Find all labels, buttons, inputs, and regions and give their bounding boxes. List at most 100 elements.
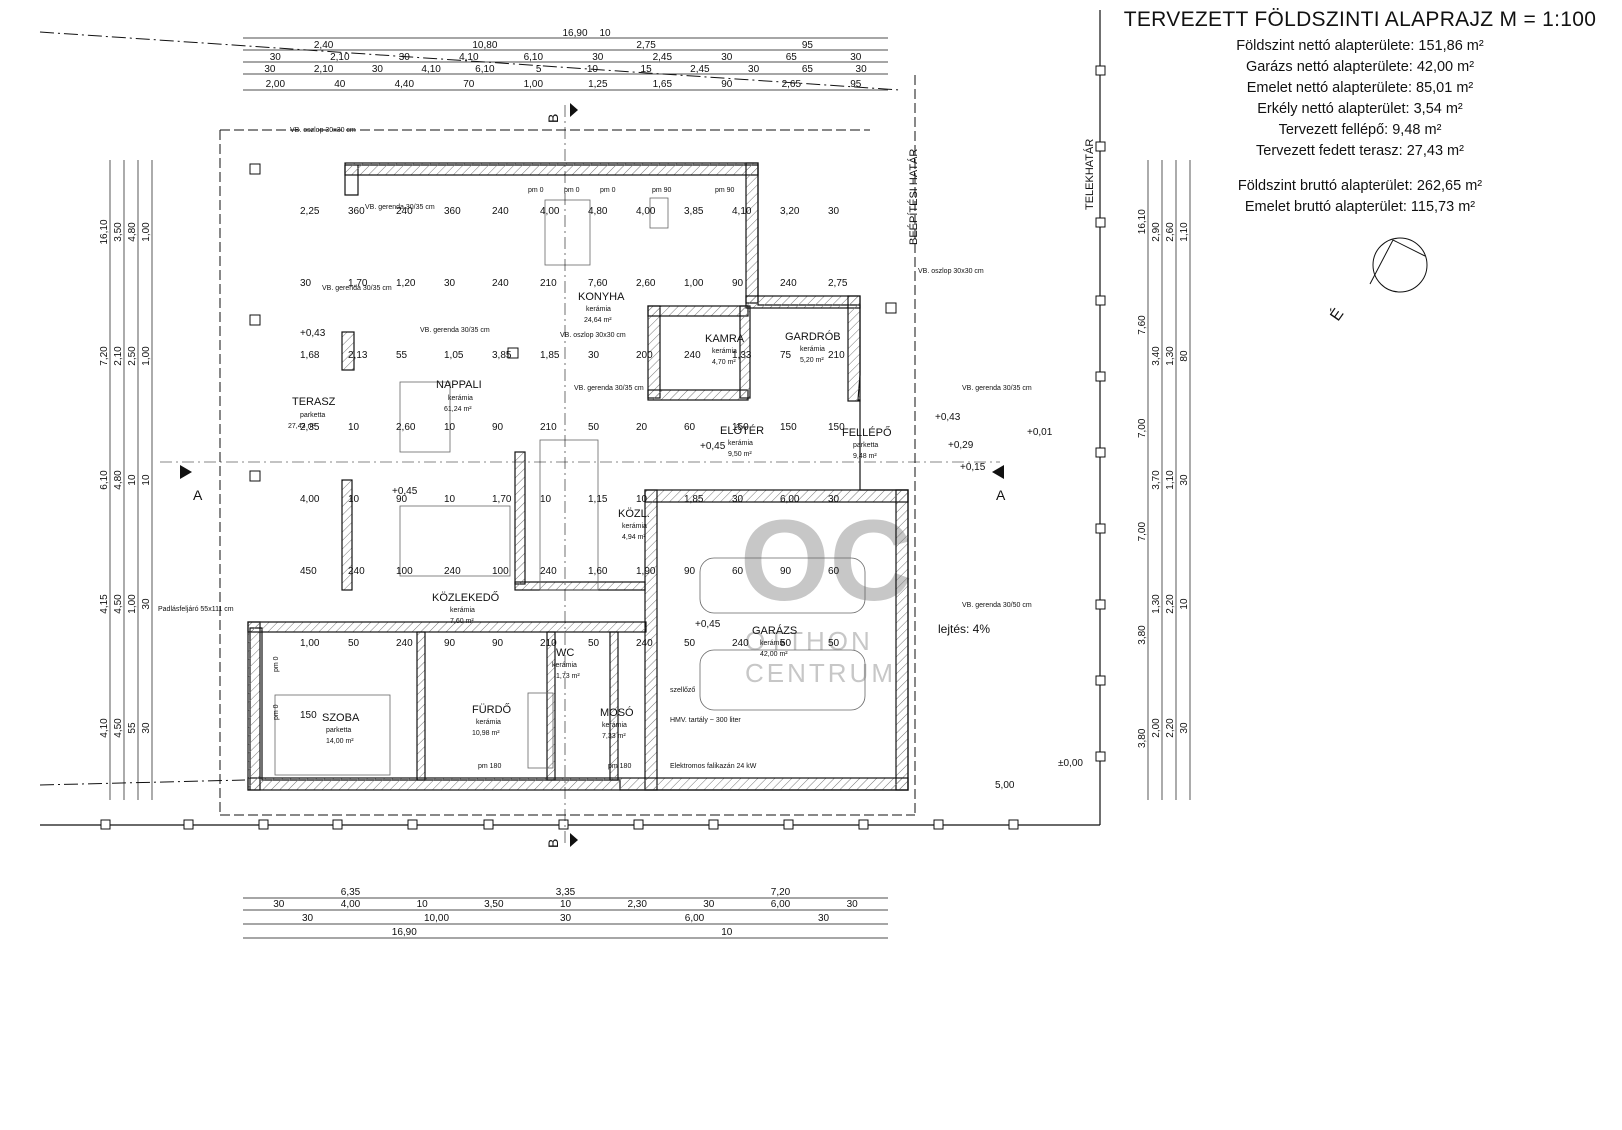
room-area-kamra: 4,70 m²: [712, 359, 736, 366]
note-gerenda-5: VB. gerenda 30/35 cm: [962, 385, 1032, 392]
note-kazan: Elektromos falikazán 24 kW: [670, 763, 757, 770]
dim-label: 1,00: [127, 594, 138, 614]
room-area-konyha: 24,64 m²: [584, 317, 612, 324]
dim-label: 450: [300, 566, 317, 577]
dim-label: 2,10: [113, 346, 124, 366]
room-area-terasz: 27,43 m²: [288, 423, 316, 430]
room-mat-szoba: parketta: [326, 727, 351, 734]
dim-label: 10: [636, 494, 648, 505]
dim-label: 65: [786, 52, 798, 63]
room-mat-terasz: parketta: [300, 412, 325, 419]
dim-label: 50: [588, 638, 600, 649]
dim-label: 2,20: [1165, 594, 1176, 614]
dim-label: 10: [141, 474, 152, 486]
note-oszlop-2: VB. oszlop 30x30 cm: [560, 332, 626, 339]
dim-label: 2,60: [636, 278, 656, 289]
dim-label: 10: [560, 899, 572, 910]
room-area-kozlekedo: 7,60 m²: [450, 618, 474, 625]
dim-label: 4,00: [300, 494, 320, 505]
level-zero: ±0,00: [1058, 758, 1083, 769]
dim-label: 2,30: [627, 899, 647, 910]
pm-9: pm 0: [273, 704, 280, 720]
note-szellozo: szellőző: [670, 687, 695, 694]
dim-label: 1,85: [684, 494, 704, 505]
dim-label: 90: [780, 566, 792, 577]
pm-3: pm 0: [600, 187, 616, 194]
area-step: Tervezett fellépő: 9,48 m²: [1278, 122, 1442, 138]
dim-label: 95: [802, 40, 814, 51]
dim-label: 30: [721, 52, 733, 63]
dim-label: 150: [732, 422, 749, 433]
dim-label: 16,90: [562, 28, 587, 39]
dim-label: 30: [828, 494, 840, 505]
level-terasz: +0,43: [300, 328, 326, 339]
note-gerenda-2: VB. gerenda 30/35 cm: [322, 285, 392, 292]
dim-label: 240: [396, 638, 413, 649]
dim-label: 3,35: [556, 887, 576, 898]
dim-label: 30: [560, 913, 572, 924]
dim-label: 2,13: [348, 350, 368, 361]
dim-label: 90: [732, 278, 744, 289]
dim-label: 30: [856, 64, 868, 75]
area-gross-ground: Földszint bruttó alapterület: 262,65 m²: [1237, 178, 1483, 194]
pm-8: pm 0: [273, 656, 280, 672]
dim-label: 30: [828, 206, 840, 217]
dim-label: 1,00: [141, 346, 152, 366]
dim-label: 2,45: [653, 52, 673, 63]
dim-label: 3,50: [113, 222, 124, 242]
dim-label: 15: [641, 64, 653, 75]
dim-label: 55: [127, 722, 138, 734]
dim-label: 1,90: [636, 566, 656, 577]
dim-label: 4,50: [113, 594, 124, 614]
room-mat-nappali: kerámia: [448, 395, 473, 402]
dim-label: 4,80: [588, 206, 608, 217]
note-padlas: Padlásfeljáró 55x111 cm: [158, 606, 234, 613]
dim-label: 4,00: [341, 899, 361, 910]
room-area-fellepo: 9,48 m²: [853, 453, 877, 460]
dim-label: 90: [492, 638, 504, 649]
dim-label: 6,10: [475, 64, 495, 75]
note-gerenda-1: VB. gerenda 30/35 cm: [365, 204, 435, 211]
dim-label: 16,90: [392, 927, 417, 938]
section-b-top: B: [545, 114, 561, 123]
dim-label: 1,10: [1165, 470, 1176, 490]
level-garazs: +0,45: [695, 619, 721, 630]
level-eloter: +0,45: [700, 441, 726, 452]
pm-1: pm 0: [528, 187, 544, 194]
room-mat-konyha: kerámia: [586, 306, 611, 313]
dim-label: 3,70: [1151, 470, 1162, 490]
area-net-garage: Garázs nettó alapterülete: 42,00 m²: [1245, 59, 1475, 75]
dim-label: 7,20: [771, 887, 791, 898]
dim-label: 10: [444, 422, 456, 433]
room-mat-kamra: kerámia: [712, 348, 737, 355]
dim-label: 50: [348, 638, 360, 649]
dim-label: 2,35: [300, 422, 320, 433]
dim-label: 30: [141, 598, 152, 610]
dim-label: 2,20: [1165, 718, 1176, 738]
dim-label: 2,50: [127, 346, 138, 366]
dim-label: 1,00: [141, 222, 152, 242]
dim-label: 10: [540, 494, 552, 505]
dim-label: 50: [780, 638, 792, 649]
dim-label: 2,75: [636, 40, 656, 51]
dim-label: 1,00: [524, 79, 544, 90]
dim-label: 1,30: [1151, 594, 1162, 614]
room-name-nappali: NAPPALI: [436, 379, 482, 391]
dim-label: 240: [780, 278, 797, 289]
dim-label: 30: [1179, 474, 1190, 486]
dim-label: 6,00: [685, 913, 705, 924]
dim-label: 30: [748, 64, 760, 75]
dim-label: 3,20: [780, 206, 800, 217]
dim-label: 2,00: [1151, 718, 1162, 738]
dim-label: 360: [348, 206, 365, 217]
dim-label: 30: [818, 913, 830, 924]
dim-label: 7,60: [588, 278, 608, 289]
dim-label: 30: [372, 64, 384, 75]
dim-label: 150: [300, 710, 317, 721]
dim-label: 50: [828, 638, 840, 649]
dim-label: 1,30: [1165, 346, 1176, 366]
dim-label: 90: [684, 566, 696, 577]
level-029: +0,29: [948, 440, 974, 451]
room-name-gardrob: GARDRÓB: [785, 330, 841, 343]
